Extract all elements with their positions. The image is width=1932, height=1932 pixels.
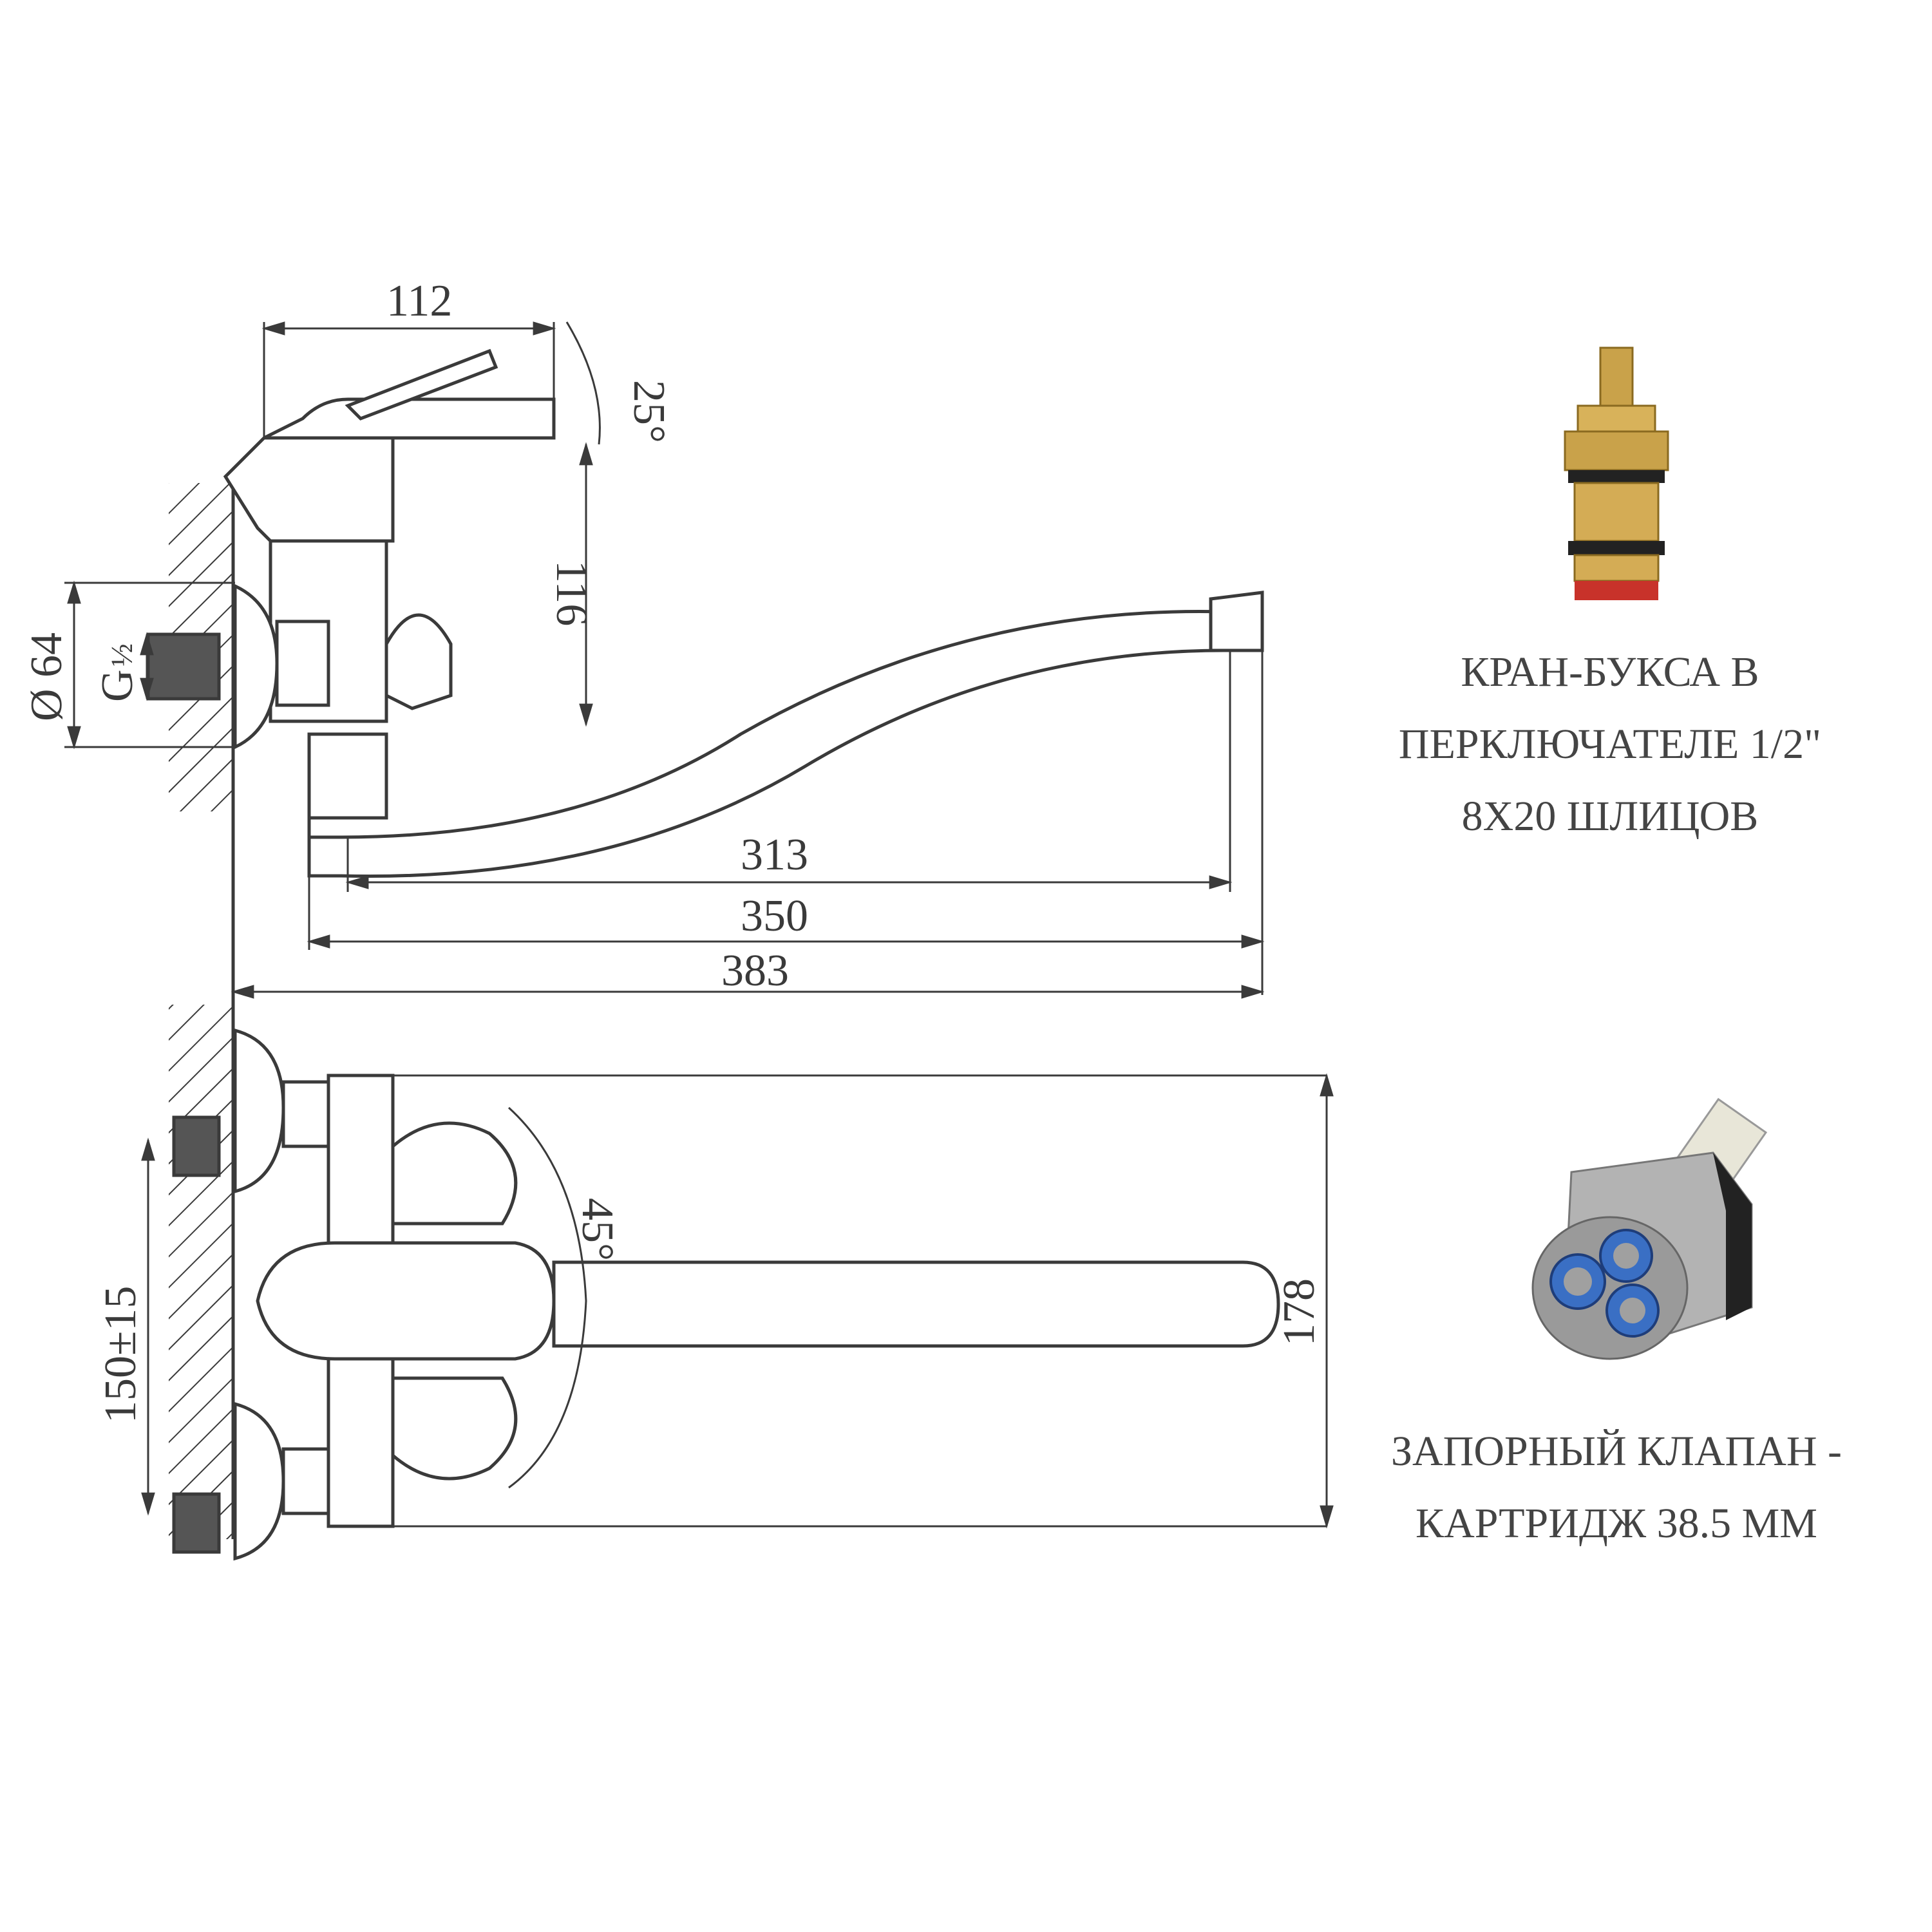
dim-text-383: 383 — [721, 946, 789, 996]
valve-caption-line-2: ПЕРКЛЮЧАТЕЛЕ 1/2" — [1398, 721, 1822, 768]
dim-text-112: 112 — [386, 276, 452, 326]
aerator — [1209, 591, 1264, 652]
top-view — [141, 1005, 1334, 1561]
mixer-body — [223, 436, 395, 543]
cartridge-caption-line-1: ЗАПОРНЫЙ КЛАПАН - — [1390, 1428, 1842, 1475]
dim-text-64: Ø 64 — [22, 632, 71, 721]
dim-text-g-frac: ½ — [105, 643, 139, 667]
dim-text-313: 313 — [741, 830, 808, 880]
dim-arc-45 — [507, 1106, 587, 1489]
lobe-bottom — [391, 1376, 518, 1481]
lever-blade — [345, 348, 498, 421]
valve-caption-line-1: КРАН-БУКСА В — [1461, 649, 1759, 696]
cartridge-caption: ЗАПОРНЫЙ КЛАПАН - КАРТРИДЖ 38.5 ММ — [1333, 1416, 1900, 1560]
valve-caption: КРАН-БУКСА В ПЕРКЛЮЧАТЕЛЕ 1/2" 8X20 ШЛИЦ… — [1346, 636, 1874, 853]
spout-top-view — [552, 1260, 1280, 1348]
dim-text-116: 116 — [547, 560, 596, 626]
dim-text-178: 178 — [1274, 1278, 1324, 1346]
lever-handle — [263, 397, 556, 440]
inlet-pipe — [146, 632, 221, 701]
cartridge-caption-line-2: КАРТРИДЖ 38.5 ММ — [1416, 1500, 1817, 1547]
valve-head-image — [1564, 346, 1669, 600]
lobe-top — [391, 1121, 518, 1226]
dim-text-g: G — [93, 669, 142, 702]
dim-arc-25 — [565, 321, 601, 445]
inlet-nut — [275, 620, 330, 707]
valve-caption-line-3: 8X20 ШЛИЦОВ — [1461, 793, 1759, 840]
switch-knob — [384, 613, 453, 710]
dim-text-25: 25° — [624, 380, 674, 443]
lever-top-view — [256, 1241, 556, 1361]
spout-nut — [307, 732, 388, 820]
wall-hatch-bottom — [169, 1005, 233, 1539]
cartridge-image — [1531, 1097, 1768, 1360]
side-view — [64, 321, 1265, 1005]
dim-text-350: 350 — [741, 891, 808, 941]
eccentric-top — [233, 1028, 285, 1194]
dim-text-45: 45° — [573, 1198, 622, 1261]
eccentric-bottom — [233, 1401, 285, 1561]
dim-text-150: 150±15 — [96, 1286, 146, 1423]
